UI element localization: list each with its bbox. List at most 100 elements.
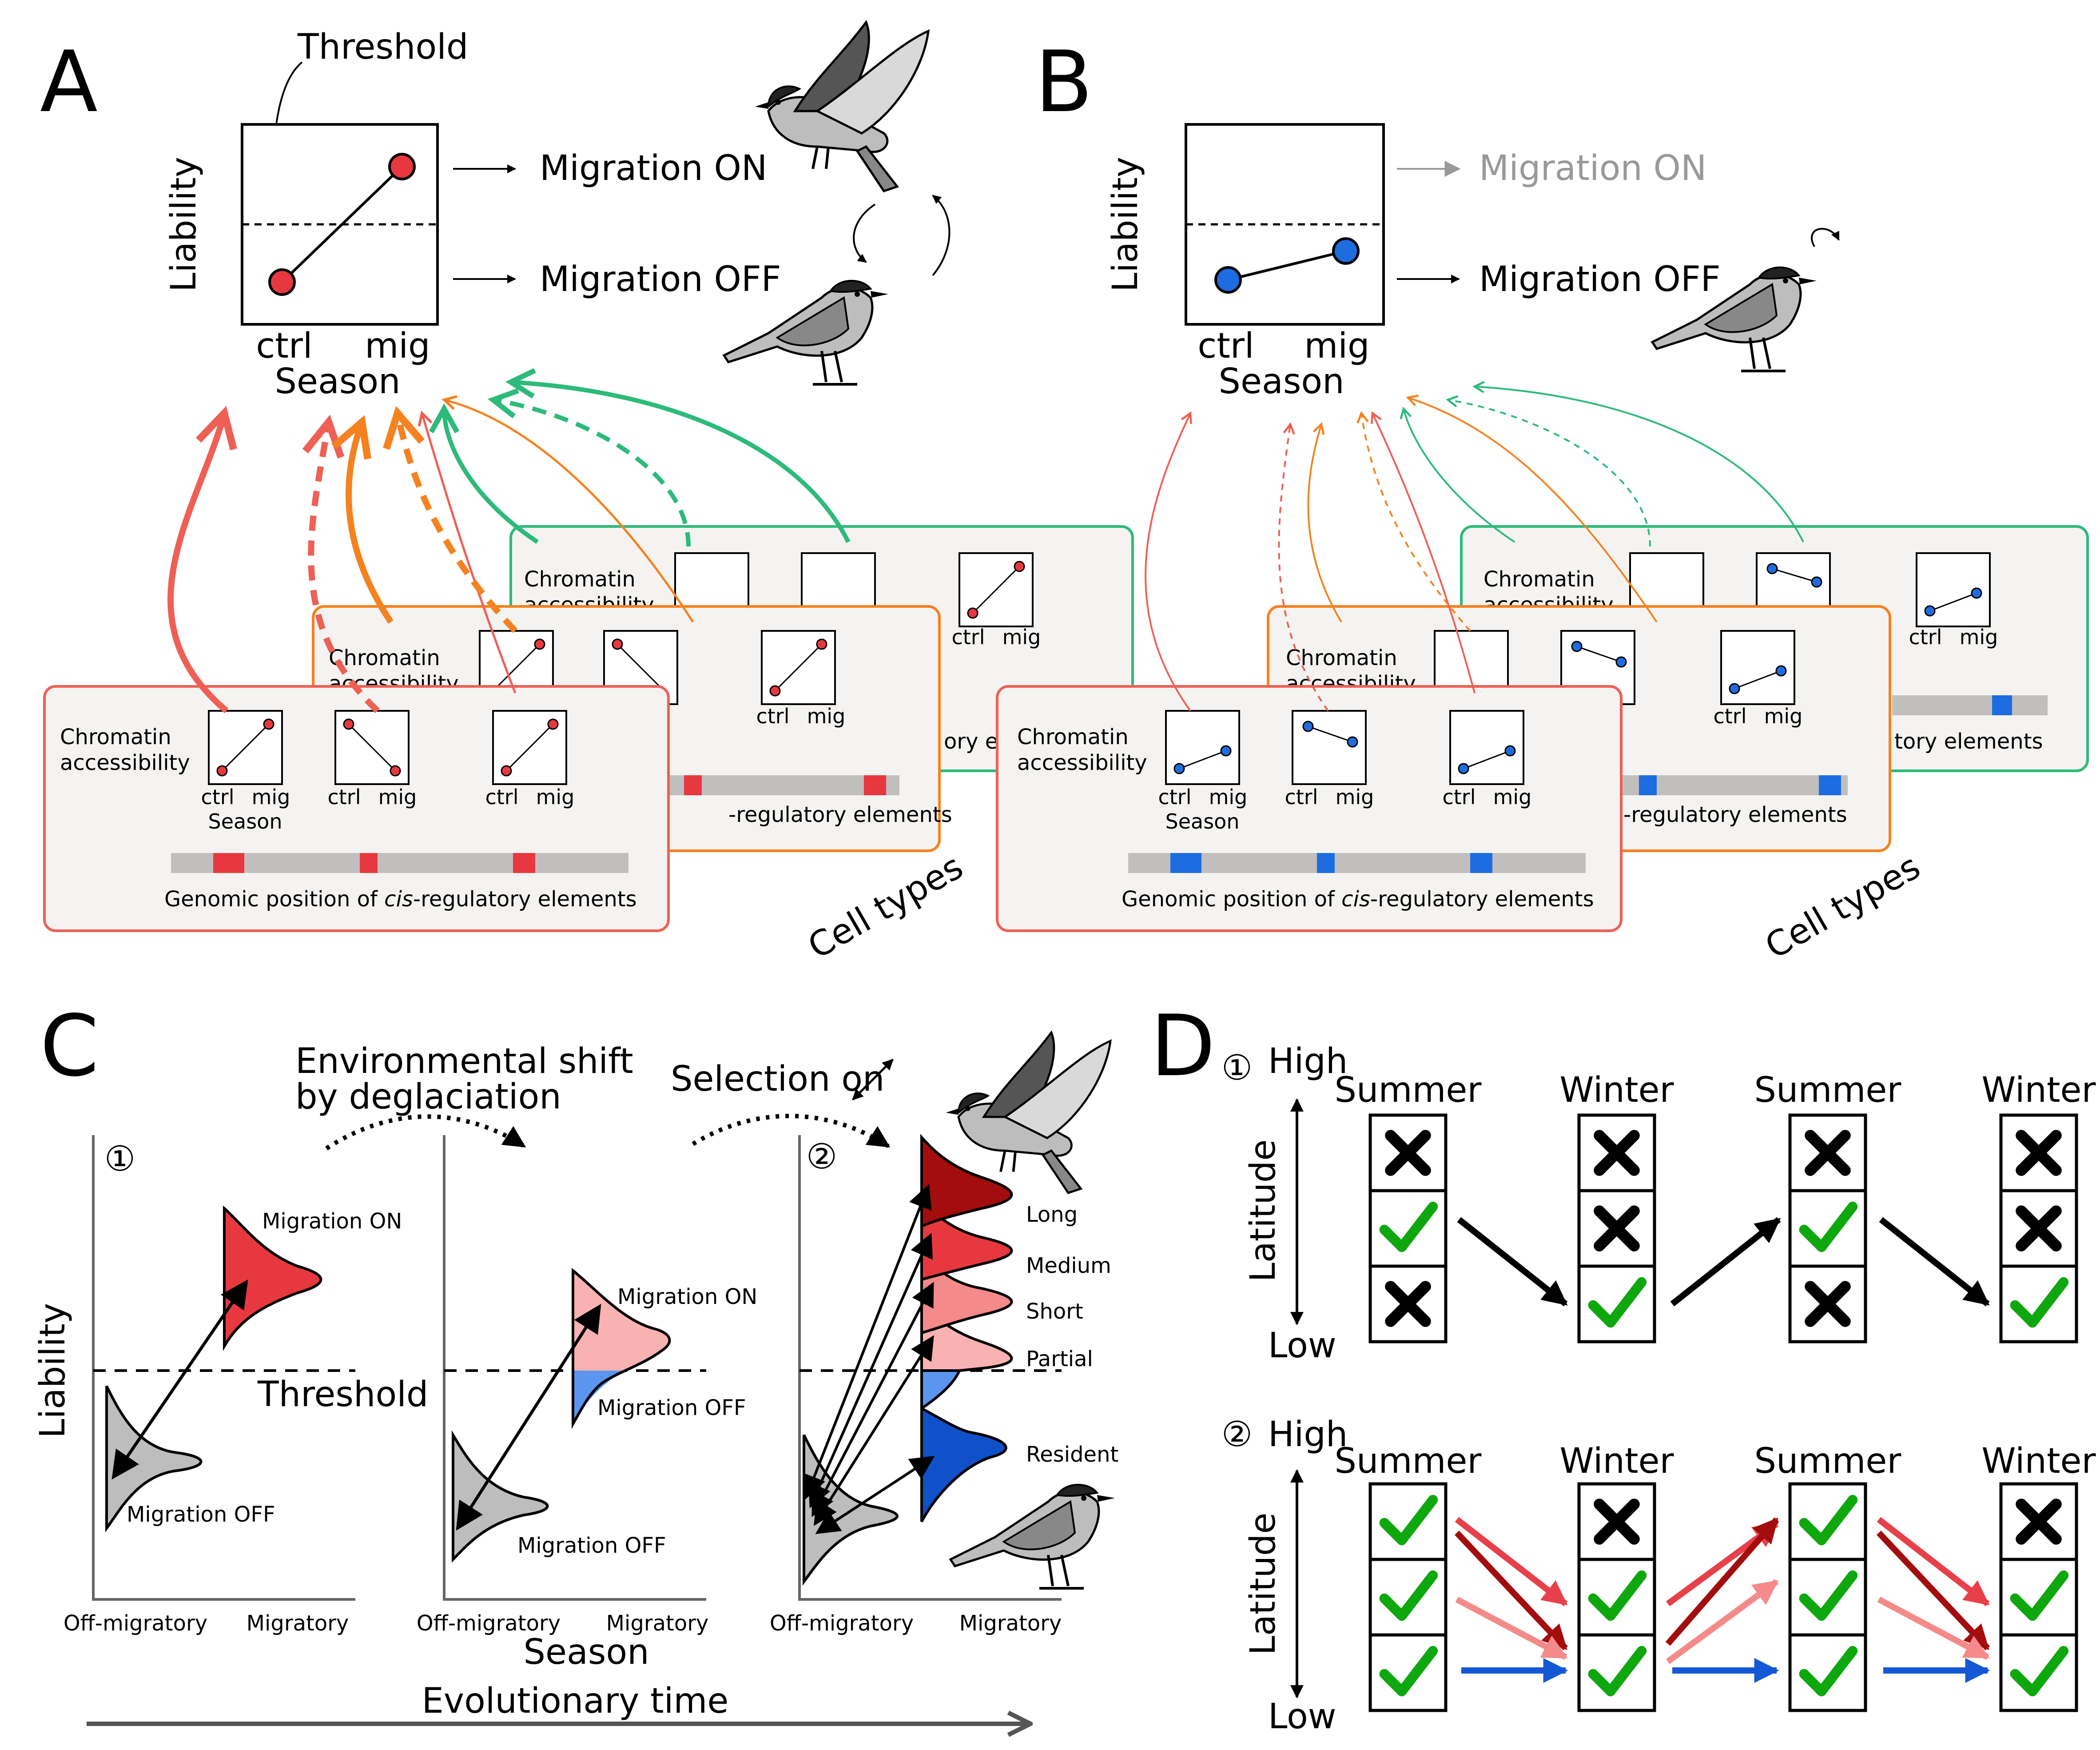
cell-type-red: Chromatin accessibility ctrl mig ctrl mi… — [43, 685, 670, 932]
mig-label: mig — [1493, 785, 1532, 809]
migration-off-label: Migration OFF — [517, 1533, 666, 1558]
panel-d-label: D — [1150, 997, 1215, 1095]
mig-label: mig — [365, 326, 430, 366]
ctrl-label: ctrl — [256, 326, 312, 366]
environmental-shift-label: Environmental shift — [295, 1041, 633, 1081]
season-label: Season — [208, 809, 282, 833]
liability-axis-label: Liability — [33, 1303, 73, 1438]
liability-axis-label: Liability — [164, 157, 204, 292]
mig-label: mig — [1336, 785, 1374, 809]
migratory-label: Migratory — [247, 1611, 349, 1636]
winter-label: Winter — [1559, 1070, 1674, 1110]
chromatin-label: Chromatin — [1484, 567, 1595, 592]
chromatin-label: Chromatin — [1286, 646, 1397, 670]
high-label: High — [1268, 1041, 1348, 1081]
regulatory-elements-label: -regulatory elements — [1623, 802, 1847, 827]
mig-label: mig — [1304, 326, 1369, 366]
long-label: Long — [1026, 1202, 1078, 1227]
summer-label: Summer — [1335, 1441, 1482, 1481]
panel-a: A Threshold Liability ctrl mig Season Mi… — [40, 22, 1134, 967]
migration-off-label: Migration OFF — [597, 1395, 746, 1420]
migration-off-label: Migration OFF — [1479, 259, 1721, 299]
winter-label: Winter — [1981, 1070, 2096, 1110]
stage-2-marker: ② — [1221, 1415, 1253, 1455]
threshold-label: Threshold — [297, 27, 468, 67]
season-label: Season — [1218, 362, 1344, 402]
chromatin-label: Chromatin — [329, 646, 440, 670]
cell-types-label: Cell types — [1759, 847, 1927, 967]
genomic-position-label: Genomic position of cis-regulatory eleme… — [1122, 887, 1594, 912]
bird-flying-icon — [946, 1032, 1111, 1193]
threshold-label: Threshold — [257, 1375, 428, 1415]
cell-type-red: Chromatin accessibility ctrl mig ctrl mi… — [996, 685, 1623, 932]
migratory-label: Migratory — [959, 1611, 1062, 1636]
environmental-shift-label: by deglaciation — [295, 1077, 561, 1117]
accessibility-label: accessibility — [60, 750, 190, 775]
scenario-2: ② High Low Latitude Summer Winter Summer… — [1221, 1415, 2096, 1737]
low-label: Low — [1268, 1326, 1336, 1366]
ctrl-label: ctrl — [485, 785, 518, 809]
chromatin-label: Chromatin — [1017, 725, 1129, 749]
regulatory-elements-label: -regulatory elements — [728, 802, 952, 827]
liability-axis-label: Liability — [1106, 157, 1145, 292]
ctrl-label: ctrl — [1442, 785, 1476, 809]
migration-on-label: Migration ON — [1479, 148, 1706, 188]
stage-1-marker: ① — [104, 1139, 135, 1179]
migration-off-label: Migration OFF — [127, 1502, 275, 1527]
ctrl-label: ctrl — [1197, 326, 1254, 366]
mig-label: mig — [1960, 625, 1998, 649]
summer-label: Summer — [1754, 1441, 1902, 1481]
plot-stage-1: ① Migration ON Migration OFF Threshold L… — [33, 1135, 428, 1636]
liability-mig-point — [1332, 237, 1360, 265]
ctrl-label: ctrl — [1909, 625, 1942, 649]
migration-on-label: Migration ON — [262, 1209, 402, 1234]
genomic-position-label: Genomic position of cis-regulatory eleme… — [164, 887, 637, 912]
mig-label: mig — [1764, 704, 1803, 728]
resident-label: Resident — [1026, 1442, 1118, 1467]
migration-on-label: Migration ON — [617, 1284, 757, 1309]
liability-ctrl-point — [268, 268, 296, 296]
winter-label: Winter — [1559, 1441, 1674, 1481]
chromatin-label: Chromatin — [60, 725, 171, 749]
ctrl-label: ctrl — [756, 704, 789, 728]
mig-label: mig — [807, 704, 846, 728]
migration-off-label: Migration OFF — [540, 259, 781, 299]
regulatory-elements-label: tory elements — [1894, 729, 2043, 754]
off-migratory-label: Off-migratory — [770, 1611, 914, 1636]
mig-label: mig — [1209, 785, 1248, 809]
bird-perched-icon — [951, 1485, 1115, 1588]
mig-label: mig — [536, 785, 575, 809]
ctrl-label: ctrl — [1158, 785, 1191, 809]
rotate-icon — [1811, 228, 1840, 247]
medium-label: Medium — [1026, 1253, 1111, 1278]
season-label: Season — [274, 362, 400, 402]
ctrl-label: ctrl — [327, 785, 361, 809]
low-label: Low — [1268, 1697, 1336, 1737]
summer-label: Summer — [1754, 1070, 1902, 1110]
liability-mig-point — [388, 153, 416, 180]
liability-ctrl-point — [1214, 266, 1242, 294]
panel-c: C Environmental shift by deglaciation Se… — [33, 997, 1118, 1724]
summer-label: Summer — [1335, 1070, 1482, 1110]
latitude-label: Latitude — [1243, 1512, 1283, 1655]
ctrl-label: ctrl — [1713, 704, 1746, 728]
mig-label: mig — [252, 785, 290, 809]
high-label: High — [1268, 1415, 1348, 1455]
plot-stage-2: ② Long Medium Short Partial Resident Off… — [770, 1134, 1118, 1636]
mig-label: mig — [1002, 625, 1041, 649]
season-label: Season — [1165, 809, 1240, 833]
short-label: Short — [1026, 1299, 1083, 1324]
winter-label: Winter — [1981, 1441, 2096, 1481]
chromatin-label: Chromatin — [524, 567, 636, 592]
stage-1-marker: ① — [1221, 1048, 1253, 1088]
evolutionary-time-label: Evolutionary time — [422, 1681, 729, 1721]
ctrl-label: ctrl — [951, 625, 985, 649]
mig-label: mig — [378, 785, 417, 809]
bird-flying-icon — [755, 22, 928, 191]
panel-d: D ① High Low Latitude Summer Winter Summ… — [1150, 997, 2096, 1737]
migratory-label: Migratory — [606, 1611, 709, 1636]
ctrl-label: ctrl — [201, 785, 234, 809]
panel-c-label: C — [40, 997, 99, 1095]
selection-on-label: Selection on — [671, 1059, 884, 1099]
